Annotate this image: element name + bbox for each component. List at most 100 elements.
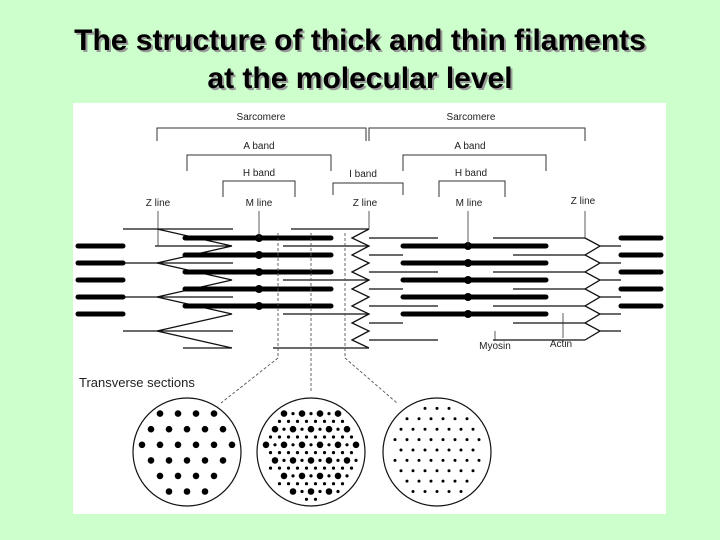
section-dot (418, 438, 421, 441)
section-dot-small (345, 474, 348, 477)
section-dot-small (323, 435, 326, 438)
section-dot (418, 417, 421, 420)
section-dot (442, 480, 445, 483)
section-dot (148, 426, 155, 433)
section-dot (308, 457, 315, 464)
section-dot (436, 449, 439, 452)
section-dot (400, 449, 403, 452)
section-dot (193, 442, 200, 449)
section-dot-small (300, 428, 303, 431)
section-dot-small (336, 490, 339, 493)
mid-z-zigzag (352, 229, 369, 348)
section-dot-small (305, 420, 308, 423)
section-dot (442, 438, 445, 441)
section-dot-small (269, 435, 272, 438)
section-dot-small (318, 490, 321, 493)
myosin-far-right (621, 238, 661, 306)
section-dot (184, 426, 191, 433)
slide-title: The structure of thick and thin filament… (0, 22, 720, 98)
section-dot (412, 428, 415, 431)
a-band-left-label: A band (243, 141, 274, 152)
actin-label: Actin (550, 339, 572, 350)
section-dot-small (345, 443, 348, 446)
section-dot (308, 426, 315, 433)
section-dot (430, 459, 433, 462)
section-dot (211, 410, 218, 417)
section-dot-small (309, 412, 312, 415)
section-dot-small (350, 467, 353, 470)
section-dot (436, 490, 439, 493)
section-dot (460, 428, 463, 431)
i-band-bracket (333, 183, 403, 195)
section-dot-small (273, 443, 276, 446)
section-dot-small (269, 467, 272, 470)
section-dot-small (309, 474, 312, 477)
section-dot (448, 469, 451, 472)
section-dot-small (323, 451, 326, 454)
section-dot-small (278, 451, 281, 454)
section-dot (466, 417, 469, 420)
section-dot (272, 457, 279, 464)
section-dot (229, 442, 236, 449)
section-dot (220, 457, 227, 464)
title-line-1: The structure of thick and thin filament… (0, 22, 720, 60)
section-dot (430, 480, 433, 483)
section-projection-lines (221, 233, 397, 403)
section-dot-small (291, 474, 294, 477)
section-dot (184, 457, 191, 464)
section-dot (472, 428, 475, 431)
section-dot-small (341, 451, 344, 454)
section-dot-small (291, 412, 294, 415)
sarcomere-right-bracket (369, 128, 585, 141)
actin-far-right-segment (493, 238, 585, 340)
section-dot-small (300, 490, 303, 493)
section-dot-small (314, 420, 317, 423)
section-dot-small (314, 498, 317, 501)
sarcomere-diagram: Sarcomere Sarcomere A band A band I band… (73, 103, 666, 514)
section-dot (326, 488, 333, 495)
z-line-mid-label: Z line (353, 198, 378, 209)
section-dot (478, 438, 481, 441)
z-line-right-label: Z line (571, 196, 596, 207)
section-dot-small (305, 467, 308, 470)
section-dot (317, 473, 324, 480)
section-dot-small (296, 451, 299, 454)
section-dot-small (314, 451, 317, 454)
section-dot (406, 459, 409, 462)
section-dot-small (332, 435, 335, 438)
section-dot (424, 428, 427, 431)
section-dot (353, 442, 360, 449)
section-dot-small (305, 435, 308, 438)
section-dot (406, 438, 409, 441)
section-dot-small (332, 467, 335, 470)
section-dot-small (341, 482, 344, 485)
section-dot-small (327, 412, 330, 415)
sarcomere-figure: Sarcomere Sarcomere A band A band I band… (73, 103, 666, 514)
section-dot-small (296, 482, 299, 485)
section-dot (184, 488, 191, 495)
section-thin-dots (394, 407, 481, 493)
section-dot-small (336, 459, 339, 462)
section-dot-small (314, 482, 317, 485)
i-band-label: I band (349, 169, 377, 180)
section-dot (424, 490, 427, 493)
section-dot-small (323, 420, 326, 423)
section-dot (436, 428, 439, 431)
h-band-left-bracket (223, 181, 295, 197)
section-dot-small (269, 451, 272, 454)
section-dot (412, 469, 415, 472)
section-dot (157, 410, 164, 417)
section-dot-small (278, 482, 281, 485)
section-dot (157, 473, 164, 480)
section-dot-small (314, 435, 317, 438)
section-dot (299, 442, 306, 449)
section-dot-small (282, 459, 285, 462)
section-dot-small (278, 467, 281, 470)
section-dot (412, 449, 415, 452)
section-dot (193, 473, 200, 480)
right-z-zigzag (585, 238, 600, 340)
section-dot (466, 438, 469, 441)
section-dot (157, 442, 164, 449)
section-dot-small (278, 420, 281, 423)
section-dot (436, 407, 439, 410)
